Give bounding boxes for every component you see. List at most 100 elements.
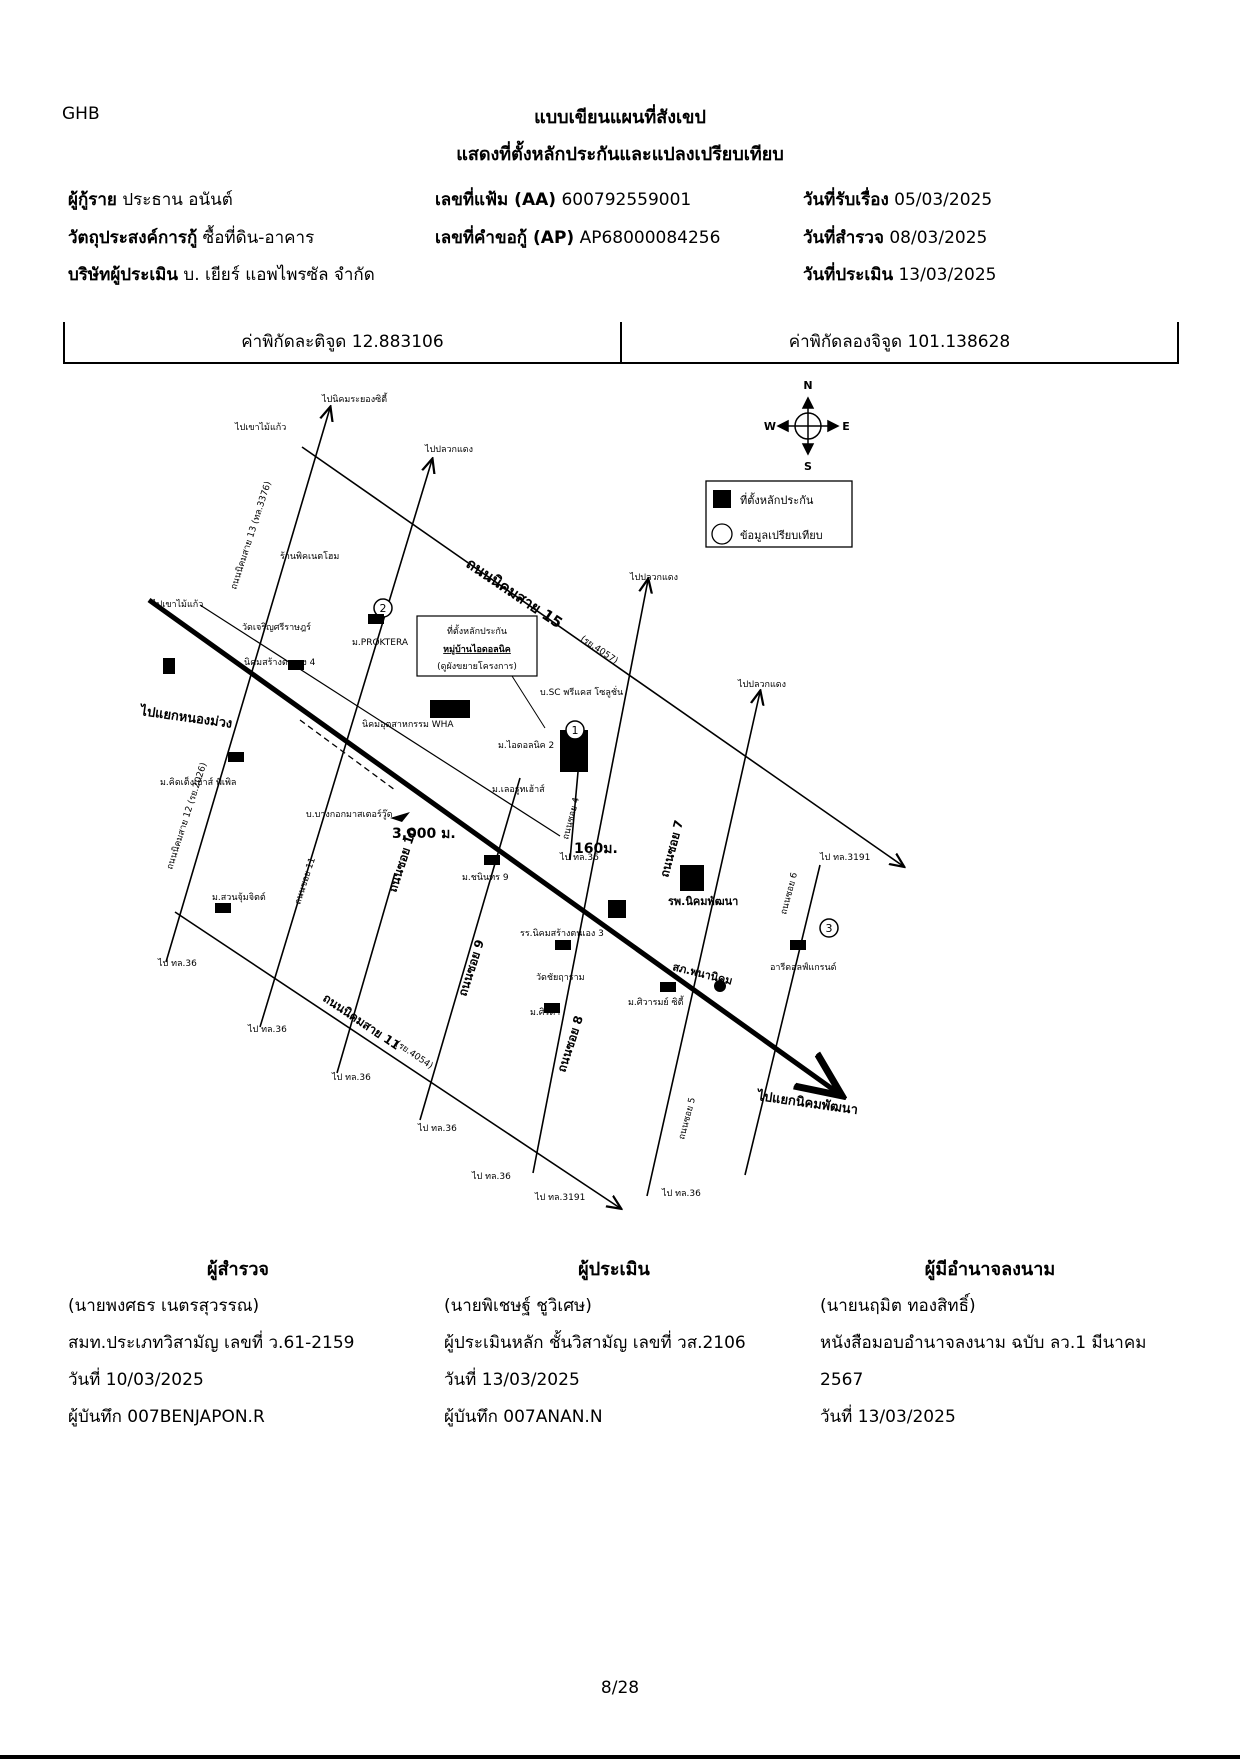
label-soi-5: ถนนซอย 5 [677, 1097, 698, 1141]
label-soi-9: ถนนซอย 9 [456, 938, 487, 998]
coordinates-divider [620, 322, 622, 362]
road-nikom-11 [174, 911, 620, 1208]
comparable-markers [373, 598, 839, 938]
label-road-11: ถนนนิคมสาย 11 [320, 991, 402, 1053]
surveyor-role: ผู้สำรวจ [207, 1259, 269, 1280]
latitude-value: 12.883106 [351, 332, 444, 352]
label-to-3191-2: ไป ทล.3191 [534, 1192, 585, 1203]
label-to-36-4: ไป ทล.36 [417, 1123, 457, 1134]
surveyor-name: (นายพงศธร เนตรสุวรรณ) [68, 1296, 260, 1316]
borrower-row: ผู้กู้ราย ประธาน อนันต์ [68, 186, 233, 213]
authorizer-signature: ผู้มีอำนาจลงนาม (นายนฤมิต ทองสิทธิ์) หนั… [820, 1251, 1200, 1436]
legend-comparable-swatch [711, 523, 733, 545]
surveyor-recorder: ผู้บันทึก 007BENJAPON.R [68, 1407, 265, 1427]
distance-160: 160ม. [574, 841, 618, 857]
surveyor-date: วันที่ 10/03/2025 [68, 1370, 204, 1390]
road-nikom-13 [147, 597, 838, 1093]
label-police: สภ.พนานิคม [671, 960, 734, 987]
purpose-row: วัตถุประสงค์การกู้ ซื้อที่ดิน-อาคาร [68, 224, 314, 251]
label-soi-4: ถนนซอย 4 [561, 796, 582, 841]
received-date-label: วันที่รับเรื่อง [803, 190, 889, 210]
house-icon-2 [228, 752, 244, 762]
label-to-khao-mai-kaeo-2: ไปเขาไม้แก้ว [151, 599, 203, 610]
surveyor-signature: ผู้สำรวจ (นายพงศธร เนตรสุวรรณ) สมท.ประเภ… [68, 1251, 468, 1436]
label-to-36-6: ไป ทล.36 [661, 1188, 701, 1199]
label-soi-6: ถนนซอย 6 [779, 871, 800, 916]
label-sirada: ม.ศิรดา [530, 1007, 560, 1018]
house-icon-9 [555, 940, 571, 950]
label-to-3191-1: ไป ทล.3191 [819, 852, 870, 863]
label-to-36-3: ไป ทล.36 [331, 1072, 371, 1083]
collateral-callout: ที่ตั้งหลักประกัน หมู่บ้านไอดอลนิค (ดูผั… [416, 615, 546, 729]
comparable-2-number: 2 [380, 602, 387, 615]
label-soi-11: ถนนซอย 11 [293, 856, 318, 906]
compass-s: S [804, 460, 812, 473]
label-road-15-code: (รย.4057) [578, 634, 619, 666]
label-nikom-4: นิคมสร้างตนเอง 4 [244, 657, 316, 668]
appraiser-company-label: บริษัทผู้ประเมิน [68, 265, 178, 285]
road-to-picnic [199, 604, 561, 837]
callout-pointer [511, 675, 546, 729]
distance-3000: 3,000 ม. [392, 826, 456, 842]
authorizer-authority: หนังสือมอบอำนาจลงนาม ฉบับ ลว.1 มีนาคม [820, 1333, 1147, 1353]
appraiser-license: ผู้ประเมินหลัก ชั้นวิสามัญ เลขที่ วส.210… [444, 1333, 746, 1353]
comparable-1 [565, 720, 585, 740]
legend-collateral-swatch [713, 490, 731, 508]
appraise-date-row: วันที่ประเมิน 13/03/2025 [803, 261, 996, 288]
appraiser-name: (นายพิเชษฐ์ ชูวิเศษ) [444, 1296, 592, 1316]
callout-line-1: ที่ตั้งหลักประกัน [447, 624, 507, 637]
label-to-36-7: ไป ทล.36 [559, 852, 599, 863]
longitude-cell: ค่าพิกัดลองจิจูด 101.138628 [622, 328, 1177, 355]
label-to-khao-mai-kaeo: ไปเขาไม้แก้ว [234, 422, 286, 433]
label-to-36-1: ไป ทล.36 [157, 958, 197, 969]
survey-date-value: 08/03/2025 [889, 228, 988, 248]
road-soi-8 [532, 580, 648, 1174]
nearby-marker [163, 658, 175, 674]
received-date-value: 05/03/2025 [894, 190, 993, 210]
appraiser-signature: ผู้ประเมิน (นายพิเชษฐ์ ชูวิเศษ) ผู้ประเม… [444, 1251, 844, 1436]
factory-icon [430, 700, 470, 718]
label-proktera: ม.PROKTERA [352, 638, 409, 648]
label-wat-charoen: วัดเจริญศรีราษฎร์ [242, 621, 311, 633]
callout-line-3: (ดูผังขยายโครงการ) [437, 661, 517, 672]
road-soi-7 [646, 692, 760, 1197]
label-le-root: ม.เลอรูทเฮ้าส์ [492, 783, 545, 795]
compass-w: W [764, 420, 776, 433]
house-icon-7 [790, 940, 806, 950]
appraiser-company-row: บริษัทผู้ประเมิน บ. เยียร์ แอพไพรซัล จำก… [68, 261, 375, 288]
label-soi-10: ถนนซอย 10 [386, 826, 420, 894]
location-map: 1 2 3 N S E W ที่ตั้งหลักประกัน [137, 379, 1240, 1220]
road-soi-10 [336, 872, 396, 1074]
road-soi-9 [419, 777, 521, 1121]
label-road-11-code: (รย.4054) [393, 1039, 434, 1071]
building-icon [680, 865, 704, 891]
authorizer-name: (นายนฤมิต ทองสิทธิ์) [820, 1296, 976, 1316]
road-nikom-15 [301, 446, 903, 866]
label-idol-2: ม.ไอดอลนิค 2 [498, 740, 554, 751]
label-to-36-2: ไป ทล.36 [247, 1024, 287, 1035]
bank-code: GHB [62, 104, 100, 124]
compass-n: N [803, 379, 812, 392]
page-subtitle: แสดงที่ตั้งหลักประกันและแปลงเปรียบเทียบ [456, 144, 784, 165]
house-icon-4 [484, 855, 500, 865]
compass-e: E [842, 420, 850, 433]
label-kitten-house: ม.คิดเต็งเฮ้าส์ พีเพิล [160, 775, 236, 788]
label-to-pluak-daeng-3: ไปปลวกแดง [737, 679, 786, 690]
label-picnic-home: ร้านพิคเนตโฮม [280, 551, 339, 562]
bottom-rule [0, 1755, 1240, 1759]
label-sc-precast: บ.SC พรีแคส โซลูชั่น [540, 685, 623, 698]
coordinates-table: ค่าพิกัดละติจูด 12.883106 ค่าพิกัดลองจิจ… [63, 322, 1179, 364]
label-chanin-9: ม.ชนินทร 9 [462, 872, 509, 883]
label-to-rayong-city: ไปนิคมระยองซิตี้ [321, 392, 388, 405]
latitude-label: ค่าพิกัดละติจูด [241, 332, 347, 352]
map-legend: ที่ตั้งหลักประกัน ข้อมูลเปรียบเทียบ [705, 480, 853, 548]
borrower-label: ผู้กู้ราย [68, 190, 117, 210]
label-bangkok-master: บ.บางกอกมาสเตอร์วู๊ด [306, 808, 393, 820]
authorizer-date: วันที่ 13/03/2025 [820, 1407, 956, 1427]
label-to-36-5: ไป ทล.36 [471, 1171, 511, 1182]
purpose-value: ซื้อที่ดิน-อาคาร [202, 228, 315, 248]
house-icon-1 [368, 614, 384, 624]
appraise-date-value: 13/03/2025 [898, 265, 997, 285]
file-number-value: 600792559001 [561, 190, 692, 210]
appraiser-company-value: บ. เยียร์ แอพไพรซัล จำกัด [183, 265, 375, 285]
